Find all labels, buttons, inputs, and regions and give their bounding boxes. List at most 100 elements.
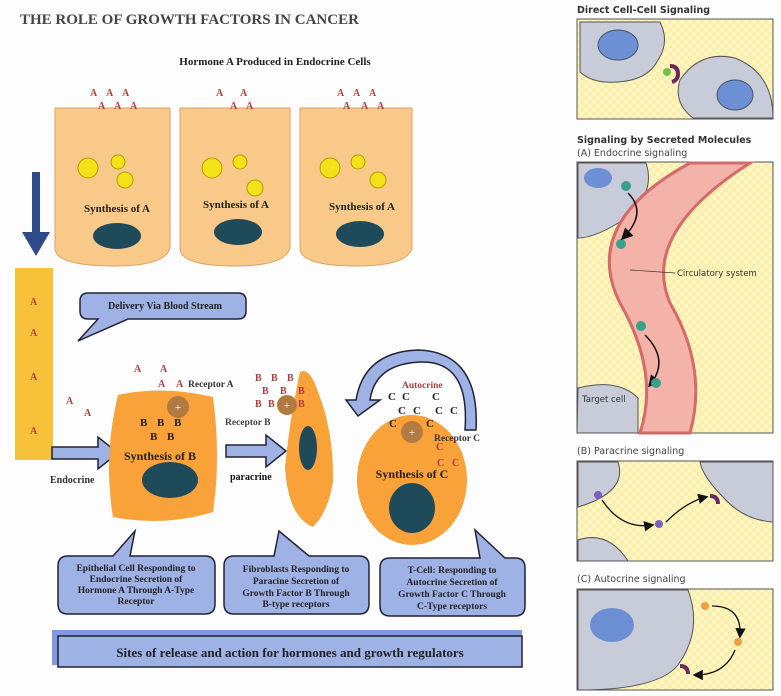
banner: Sites of release and action for hormones… xyxy=(52,630,523,668)
diagram-label: A xyxy=(66,396,74,407)
diagram-label: B xyxy=(167,431,175,443)
synthesis-b-label: Synthesis of B xyxy=(124,449,196,463)
diagram-label: A xyxy=(377,101,385,112)
diagram-label: B xyxy=(174,417,182,429)
direct-signaling-title: Direct Cell-Cell Signaling xyxy=(577,5,710,16)
direct-signaling-panel xyxy=(576,18,774,120)
diagram-label: + xyxy=(175,402,181,414)
page-title: THE ROLE OF GROWTH FACTORS IN CANCER xyxy=(20,12,359,28)
blood-stream-bar xyxy=(15,268,53,460)
diagram-label: A xyxy=(369,88,377,99)
endocrine-signaling-panel: Circulatory system Target cell xyxy=(576,161,774,435)
diagram-label: A xyxy=(114,101,122,112)
diagram-label: A xyxy=(216,88,224,99)
diagram-label: C xyxy=(402,391,410,403)
diagram-label: B xyxy=(287,373,294,384)
diagram-label: A xyxy=(30,328,38,339)
diagram-label: A xyxy=(90,88,98,99)
autocrine-signaling-panel xyxy=(576,588,774,691)
diagram-label: C xyxy=(389,418,397,430)
diagram-label: A xyxy=(134,364,142,375)
diagram-label: + xyxy=(409,427,415,439)
diagram-label: Paracine Secretion of xyxy=(253,577,340,587)
diagram-label: A xyxy=(30,297,38,308)
diagram-label: B xyxy=(271,373,278,384)
autocrine-loop-arrow-icon xyxy=(344,349,477,431)
diagram-label: C xyxy=(432,391,440,403)
diagram-label: C xyxy=(452,458,459,469)
secreted-title: Signaling by Secreted Molecules xyxy=(577,135,752,146)
endocrine-cell-3: Synthesis of A xyxy=(299,107,413,267)
diagram-label: A xyxy=(158,379,166,390)
receptor-a-label: Receptor A xyxy=(188,380,234,390)
diagram-label: A xyxy=(240,88,248,99)
diagram-label: C xyxy=(435,405,443,417)
diagram-label: Delivery Via Blood Stream xyxy=(108,301,223,312)
diagram-label: B xyxy=(298,399,305,410)
diagram-label: B xyxy=(140,417,148,429)
callout-t-cell: T-Cell: Responding to Autocrine Secretion… xyxy=(379,527,526,617)
diagram-label: Receptor xyxy=(118,597,156,607)
diagram-label: A xyxy=(30,372,38,383)
endocrine-label: Endocrine xyxy=(50,475,95,486)
t-cell: + Synthesis of C xyxy=(357,415,467,545)
diagram-label: A xyxy=(337,88,345,99)
diagram-label: A xyxy=(160,364,168,375)
synthesis-c-label: Synthesis of C xyxy=(376,467,449,481)
diagram-label: B-type receptors xyxy=(262,600,329,610)
diagram-label: A xyxy=(246,101,254,112)
diagram-label: C xyxy=(388,391,396,403)
diagram-label: Fibroblasts Responding to xyxy=(243,565,350,575)
receptor-c-label: Receptor C xyxy=(434,434,480,444)
target-cell-label: Target cell xyxy=(581,395,626,405)
diagram-label: T-Cell: Responding to xyxy=(408,566,497,576)
diagram-label: A xyxy=(361,101,369,112)
paracrine-signaling-label: (B) Paracrine signaling xyxy=(577,446,684,457)
receptor-b-label: Receptor B xyxy=(225,418,271,428)
callout-fibroblast: Fibroblasts Responding to Paracine Secret… xyxy=(223,529,370,615)
diagram-label: A xyxy=(84,408,92,419)
diagram-label: C-Type receptors xyxy=(417,602,487,612)
down-arrow-icon xyxy=(22,172,50,256)
diagram-label: A xyxy=(98,101,106,112)
diagram-label: C xyxy=(437,458,444,469)
diagram-label: A xyxy=(230,101,238,112)
diagram-label: C xyxy=(398,405,406,417)
diagram-label: B xyxy=(157,417,165,429)
autocrine-signaling-label: (C) Autocrine signaling xyxy=(577,574,686,585)
endocrine-signaling-label: (A) Endocrine signaling xyxy=(577,148,687,159)
diagram-label: A xyxy=(122,88,130,99)
paracrine-label: paracrine xyxy=(230,472,272,483)
diagram-label: B xyxy=(268,399,275,410)
diagram-label: Epithelial Cell Responding to xyxy=(76,564,195,574)
endocrine-cell-2: Synthesis of A xyxy=(179,107,291,267)
diagram-label: + xyxy=(284,400,290,412)
diagram-label: A xyxy=(353,88,361,99)
diagram-label: C xyxy=(436,442,443,453)
paracrine-signaling-panel xyxy=(576,460,774,562)
diagram-label: Sites of release and action for hormones… xyxy=(116,645,464,660)
endocrine-cell-label: Synthesis of A xyxy=(329,201,395,213)
diagram-label: A xyxy=(106,88,114,99)
diagram-label: Autocrine Secretion of xyxy=(406,578,498,588)
diagram-label: Endocrine Secretion of xyxy=(90,575,184,585)
diagram-label: Hormone A Through A-Type xyxy=(78,586,194,596)
diagram-label: B xyxy=(150,431,158,443)
diagram-label: A xyxy=(176,379,184,390)
endocrine-cell-1: Synthesis of A xyxy=(54,107,171,267)
subtitle: Hormone A Produced in Endocrine Cells xyxy=(179,56,371,68)
autocrine-label: Autocrine xyxy=(402,381,443,391)
circulatory-system-label: Circulatory system xyxy=(677,269,757,279)
diagram-label: A xyxy=(130,101,138,112)
diagram-label: B xyxy=(255,399,262,410)
endocrine-arrow-icon xyxy=(51,435,120,471)
diagram-label: Growth Factor C Through xyxy=(398,590,506,600)
diagram-label: B xyxy=(262,386,269,397)
